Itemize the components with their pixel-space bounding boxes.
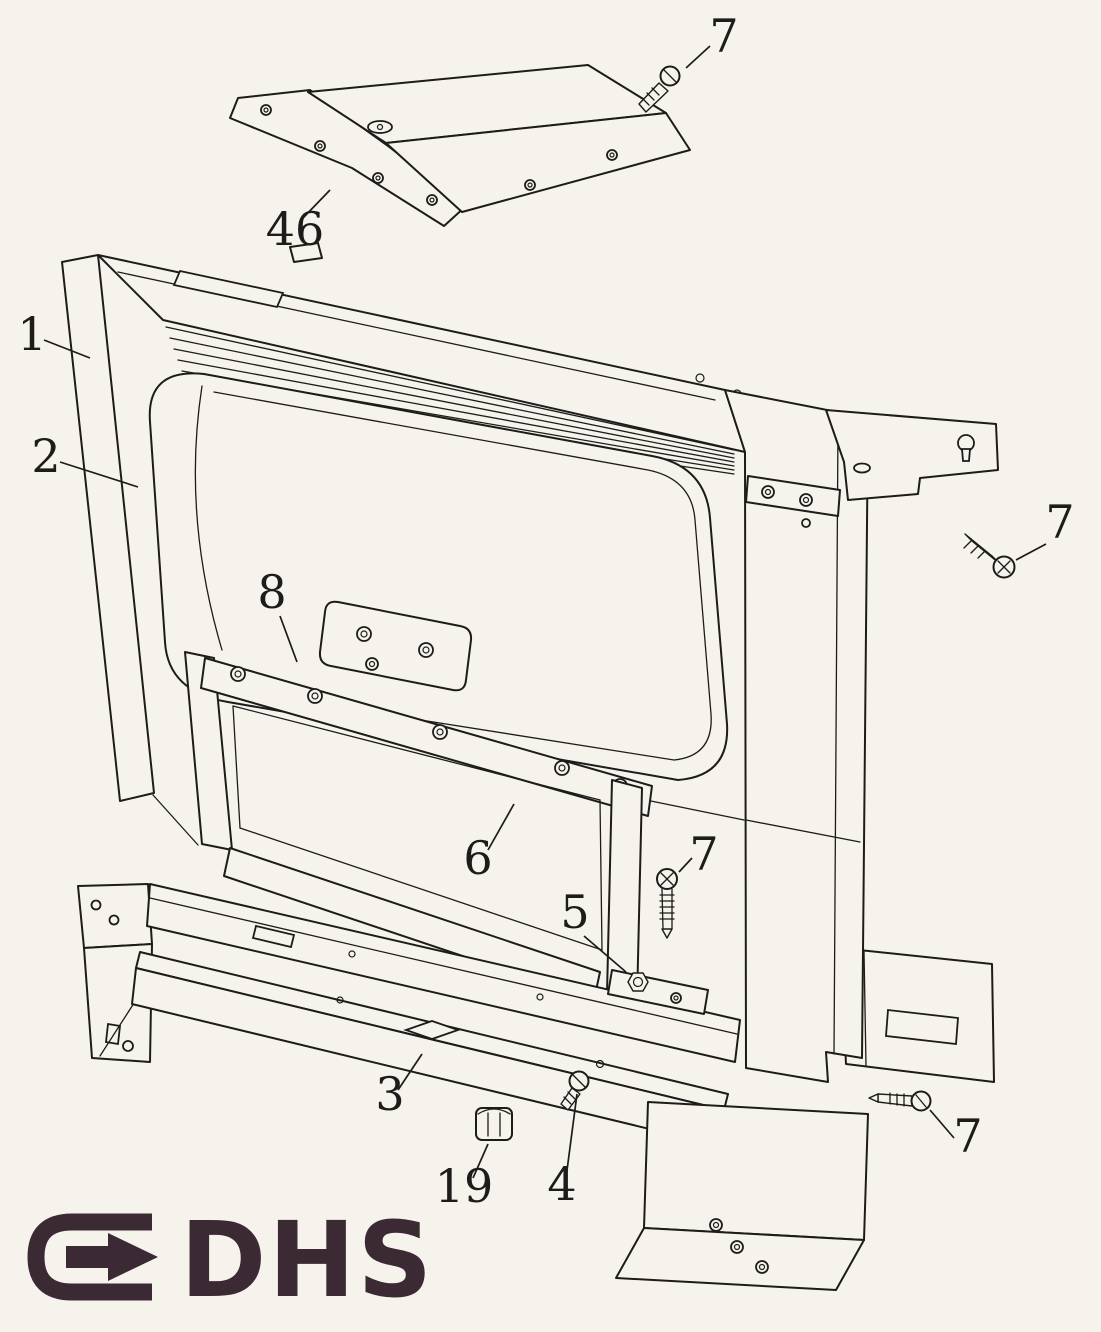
callout-label-46: 46 xyxy=(266,202,325,256)
callout-label-3: 3 xyxy=(375,1067,404,1121)
callout-label-4: 4 xyxy=(547,1157,576,1211)
screw-7-right-icon xyxy=(963,533,1016,579)
callout-label-7-bottom-right: 7 xyxy=(953,1109,982,1163)
inner-opening xyxy=(232,705,603,951)
cover-notch xyxy=(367,120,393,134)
part-19-clip xyxy=(475,1107,513,1141)
dhs-logo-arrow-icon xyxy=(66,1233,158,1281)
callout-label-8: 8 xyxy=(257,565,286,619)
flange-screws xyxy=(230,666,628,794)
part-1-back-panel xyxy=(61,242,323,846)
top-tab xyxy=(289,242,323,263)
callout-label-5: 5 xyxy=(560,885,589,939)
screw-7-top-icon xyxy=(638,65,681,113)
part-46-cover xyxy=(229,64,691,227)
top-slot xyxy=(172,269,285,309)
bracket-slot xyxy=(885,1008,959,1046)
dhs-logo-text: DHS xyxy=(180,1199,434,1321)
callout-label-7-right: 7 xyxy=(1045,495,1074,549)
nut-plate xyxy=(607,969,709,1015)
base-back-rail xyxy=(146,883,741,1063)
callout-label-7-middle: 7 xyxy=(689,827,718,881)
callout-label-19: 19 xyxy=(435,1159,494,1213)
callout-label-1: 1 xyxy=(17,307,46,361)
part-6-lower-frame xyxy=(184,651,653,1003)
screw-7-bottom-right-icon xyxy=(868,1090,932,1112)
cover-flange-holes xyxy=(260,104,438,206)
dhs-logo: DHS xyxy=(27,1199,434,1321)
screw-4-icon xyxy=(560,1070,590,1111)
right-lower-bracket xyxy=(839,947,995,1083)
callout-label-6: 6 xyxy=(463,831,492,885)
part-8-bracket xyxy=(318,600,473,692)
callout-label-2: 2 xyxy=(31,429,60,483)
callout-label-7-top: 7 xyxy=(709,9,738,63)
callouts: 7 46 1 2 7 8 6 7 5 3 19 4 7 xyxy=(17,9,1074,1213)
dhs-logo-mark-loop xyxy=(27,1213,152,1301)
wall-bracket xyxy=(745,409,999,517)
right-post xyxy=(606,779,643,1003)
screw-7-middle-icon xyxy=(656,868,678,939)
bottom-right-bracket xyxy=(615,1101,869,1291)
part-5-nut xyxy=(627,972,649,992)
housing-top-face xyxy=(97,254,746,453)
part-2-front-panel xyxy=(148,372,729,781)
cover-front-skirt xyxy=(385,112,691,213)
diamond-hole xyxy=(403,1020,461,1040)
housing-right-face xyxy=(645,389,869,1083)
screw-target-hole xyxy=(801,518,811,528)
